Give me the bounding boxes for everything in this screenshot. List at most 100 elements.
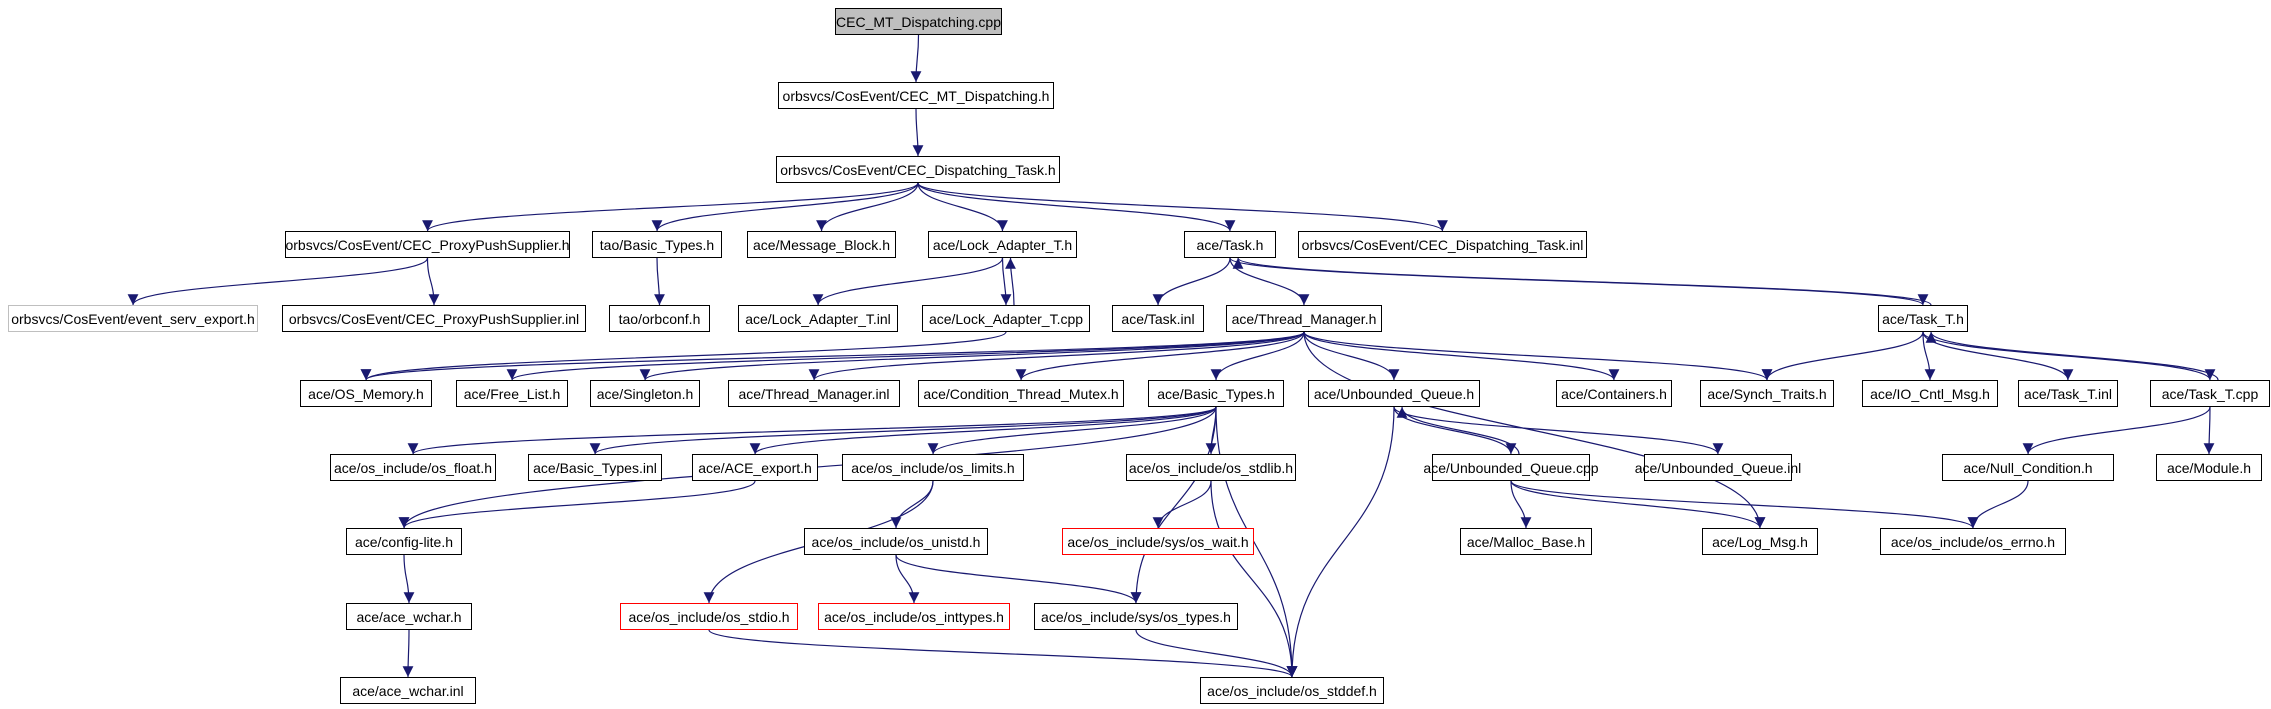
node-nullcond[interactable]: ace/Null_Condition.h [1942, 454, 2114, 481]
node-mtd-h[interactable]: orbsvcs/CosEvent/CEC_MT_Dispatching.h [778, 82, 1054, 109]
node-ese[interactable]: orbsvcs/CosEvent/event_serv_export.h [8, 305, 258, 332]
node-uq-h[interactable]: ace/Unbounded_Queue.h [1308, 380, 1480, 407]
edge-task-t-cpp-to-task-t-h [1925, 331, 2219, 381]
node-freelist[interactable]: ace/Free_List.h [456, 380, 568, 407]
node-ctm[interactable]: ace/Condition_Thread_Mutex.h [918, 380, 1124, 407]
edge-tm-h-to-freelist [506, 331, 1305, 381]
edge-uq-cpp-to-logmsg [1510, 480, 1766, 529]
node-root[interactable]: CEC_MT_Dispatching.cpp [835, 8, 1002, 35]
edge-la-h-to-la-cpp [1000, 257, 1012, 306]
node-la-cpp[interactable]: ace/Lock_Adapter_T.cpp [922, 305, 1090, 332]
edge-tm-h-to-tm-inl [808, 331, 1305, 381]
node-synch[interactable]: ace/Synch_Traits.h [1700, 380, 1834, 407]
node-task-t-inl[interactable]: ace/Task_T.inl [2018, 380, 2118, 407]
node-oserrno[interactable]: ace/os_include/os_errno.h [1880, 528, 2066, 555]
edge-tm-h-to-osmem [361, 331, 1305, 381]
edge-task-t-h-to-iocntl [1922, 331, 1936, 381]
node-module[interactable]: ace/Module.h [2156, 454, 2262, 481]
node-osstdlib[interactable]: ace/os_include/os_stdlib.h [1126, 454, 1296, 481]
edge-task-t-h-to-task-t-inl [1922, 331, 2074, 381]
node-systypes[interactable]: ace/os_include/sys/os_types.h [1034, 603, 1238, 630]
edge-root-to-mtd-h [910, 34, 922, 83]
node-task-t-cpp[interactable]: ace/Task_T.cpp [2150, 380, 2270, 407]
edge-la-cpp-to-osmem [360, 331, 1007, 381]
node-tao-bt[interactable]: tao/Basic_Types.h [592, 231, 722, 258]
edge-nullcond-to-oserrno [1967, 480, 2029, 529]
edge-osstdlib-to-osstddef [1210, 480, 1298, 678]
edge-osunistd-to-systypes [895, 554, 1142, 604]
node-osinttypes[interactable]: ace/os_include/os_inttypes.h [818, 603, 1010, 630]
edge-la-h-to-la-inl [812, 257, 1004, 306]
edge-dt-h-to-msgblk [816, 182, 919, 232]
edge-tao-bt-to-orbconf [654, 257, 665, 306]
edge-ace-bt-to-oslimits [927, 406, 1217, 455]
node-ace-bt[interactable]: ace/Basic_Types.h [1148, 380, 1284, 407]
node-uq-inl[interactable]: ace/Unbounded_Queue.inl [1635, 454, 1801, 481]
node-osfloat[interactable]: ace/os_include/os_float.h [330, 454, 496, 481]
edge-uq-cpp-to-oserrno [1510, 480, 1979, 529]
node-logmsg[interactable]: ace/Log_Msg.h [1702, 528, 1818, 555]
edge-mtd-h-to-dt-h [912, 108, 924, 157]
node-singleton[interactable]: ace/Singleton.h [590, 380, 700, 407]
edge-uq-h-to-osstddef [1286, 406, 1395, 678]
edge-osstdlib-to-oswait [1152, 480, 1212, 529]
node-la-inl[interactable]: ace/Lock_Adapter_T.inl [738, 305, 898, 332]
node-pps-inl[interactable]: orbsvcs/CosEvent/CEC_ProxyPushSupplier.i… [282, 305, 586, 332]
node-dt-h[interactable]: orbsvcs/CosEvent/CEC_Dispatching_Task.h [776, 156, 1060, 183]
node-iocntl[interactable]: ace/IO_Cntl_Msg.h [1862, 380, 1998, 407]
node-oswait[interactable]: ace/os_include/sys/os_wait.h [1062, 528, 1254, 555]
node-dt-inl[interactable]: orbsvcs/CosEvent/CEC_Dispatching_Task.in… [1298, 231, 1587, 258]
node-acewchar-inl[interactable]: ace/ace_wchar.inl [340, 677, 476, 704]
edge-ace-bt-to-osfloat [407, 406, 1217, 455]
edge-configlite-to-acewchar [403, 554, 415, 604]
node-osstdio[interactable]: ace/os_include/os_stdio.h [620, 603, 798, 630]
node-osstddef[interactable]: ace/os_include/os_stddef.h [1200, 677, 1384, 704]
node-bt-inl[interactable]: ace/Basic_Types.inl [528, 454, 662, 481]
edge-pps-h-to-ese [127, 257, 429, 306]
node-export[interactable]: ace/ACE_export.h [692, 454, 818, 481]
edge-task-t-h-to-synch [1761, 331, 1924, 381]
edge-uq-h-to-uq-cpp [1393, 406, 1517, 455]
edge-tm-h-to-singleton [639, 331, 1305, 381]
node-la-h[interactable]: ace/Lock_Adapter_T.h [928, 231, 1077, 258]
edge-dt-h-to-tao-bt [651, 182, 919, 232]
edge-dt-h-to-dt-inl [917, 182, 1448, 232]
node-oslimits[interactable]: ace/os_include/os_limits.h [842, 454, 1024, 481]
edge-tm-h-to-synch [1303, 331, 1773, 381]
edge-osunistd-to-osinttypes [895, 554, 920, 604]
node-pps-h[interactable]: orbsvcs/CosEvent/CEC_ProxyPushSupplier.h [285, 231, 570, 258]
node-tm-inl[interactable]: ace/Thread_Manager.inl [728, 380, 900, 407]
edge-task-h-to-tm-h [1229, 257, 1310, 306]
edge-dt-h-to-task-h [917, 182, 1236, 232]
edge-dt-h-to-pps-h [422, 182, 919, 232]
node-osunistd[interactable]: ace/os_include/os_unistd.h [804, 528, 988, 555]
edge-ace-bt-to-export [749, 406, 1217, 455]
node-acewchar[interactable]: ace/ace_wchar.h [346, 603, 472, 630]
edge-tm-h-to-containers [1303, 331, 1620, 381]
edge-osstdio-to-osstddef [708, 629, 1298, 678]
edge-systypes-to-osstddef [1135, 629, 1298, 678]
edge-task-t-cpp-to-module [2203, 406, 2215, 455]
edge-acewchar-to-acewchar-inl [402, 629, 414, 678]
edge-task-t-cpp-to-nullcond [2022, 406, 2211, 455]
node-osmem[interactable]: ace/OS_Memory.h [300, 380, 432, 407]
node-tm-h[interactable]: ace/Thread_Manager.h [1226, 305, 1382, 332]
edge-task-t-h-to-task-h [1232, 257, 1932, 306]
edge-task-t-h-to-task-t-cpp [1922, 331, 2216, 381]
edge-tm-h-to-ace-bt [1210, 331, 1305, 381]
node-mallocbase[interactable]: ace/Malloc_Base.h [1460, 528, 1592, 555]
edge-pps-h-to-pps-inl [426, 257, 440, 306]
edge-task-h-to-task-inl [1152, 257, 1231, 306]
node-configlite[interactable]: ace/config-lite.h [346, 528, 462, 555]
edge-ace-bt-to-bt-inl [589, 406, 1217, 455]
node-task-h[interactable]: ace/Task.h [1184, 231, 1276, 258]
node-uq-cpp[interactable]: ace/Unbounded_Queue.cpp [1423, 454, 1599, 481]
node-containers[interactable]: ace/Containers.h [1556, 380, 1672, 407]
node-task-inl[interactable]: ace/Task.inl [1112, 305, 1204, 332]
edge-tm-h-to-uq-h [1303, 331, 1400, 381]
node-msgblk[interactable]: ace/Message_Block.h [747, 231, 896, 258]
node-orbconf[interactable]: tao/orbconf.h [609, 305, 710, 332]
node-task-t-h[interactable]: ace/Task_T.h [1878, 305, 1968, 332]
edge-tm-h-to-logmsg [1303, 331, 1766, 529]
edge-ace-bt-to-osstddef [1215, 406, 1298, 678]
